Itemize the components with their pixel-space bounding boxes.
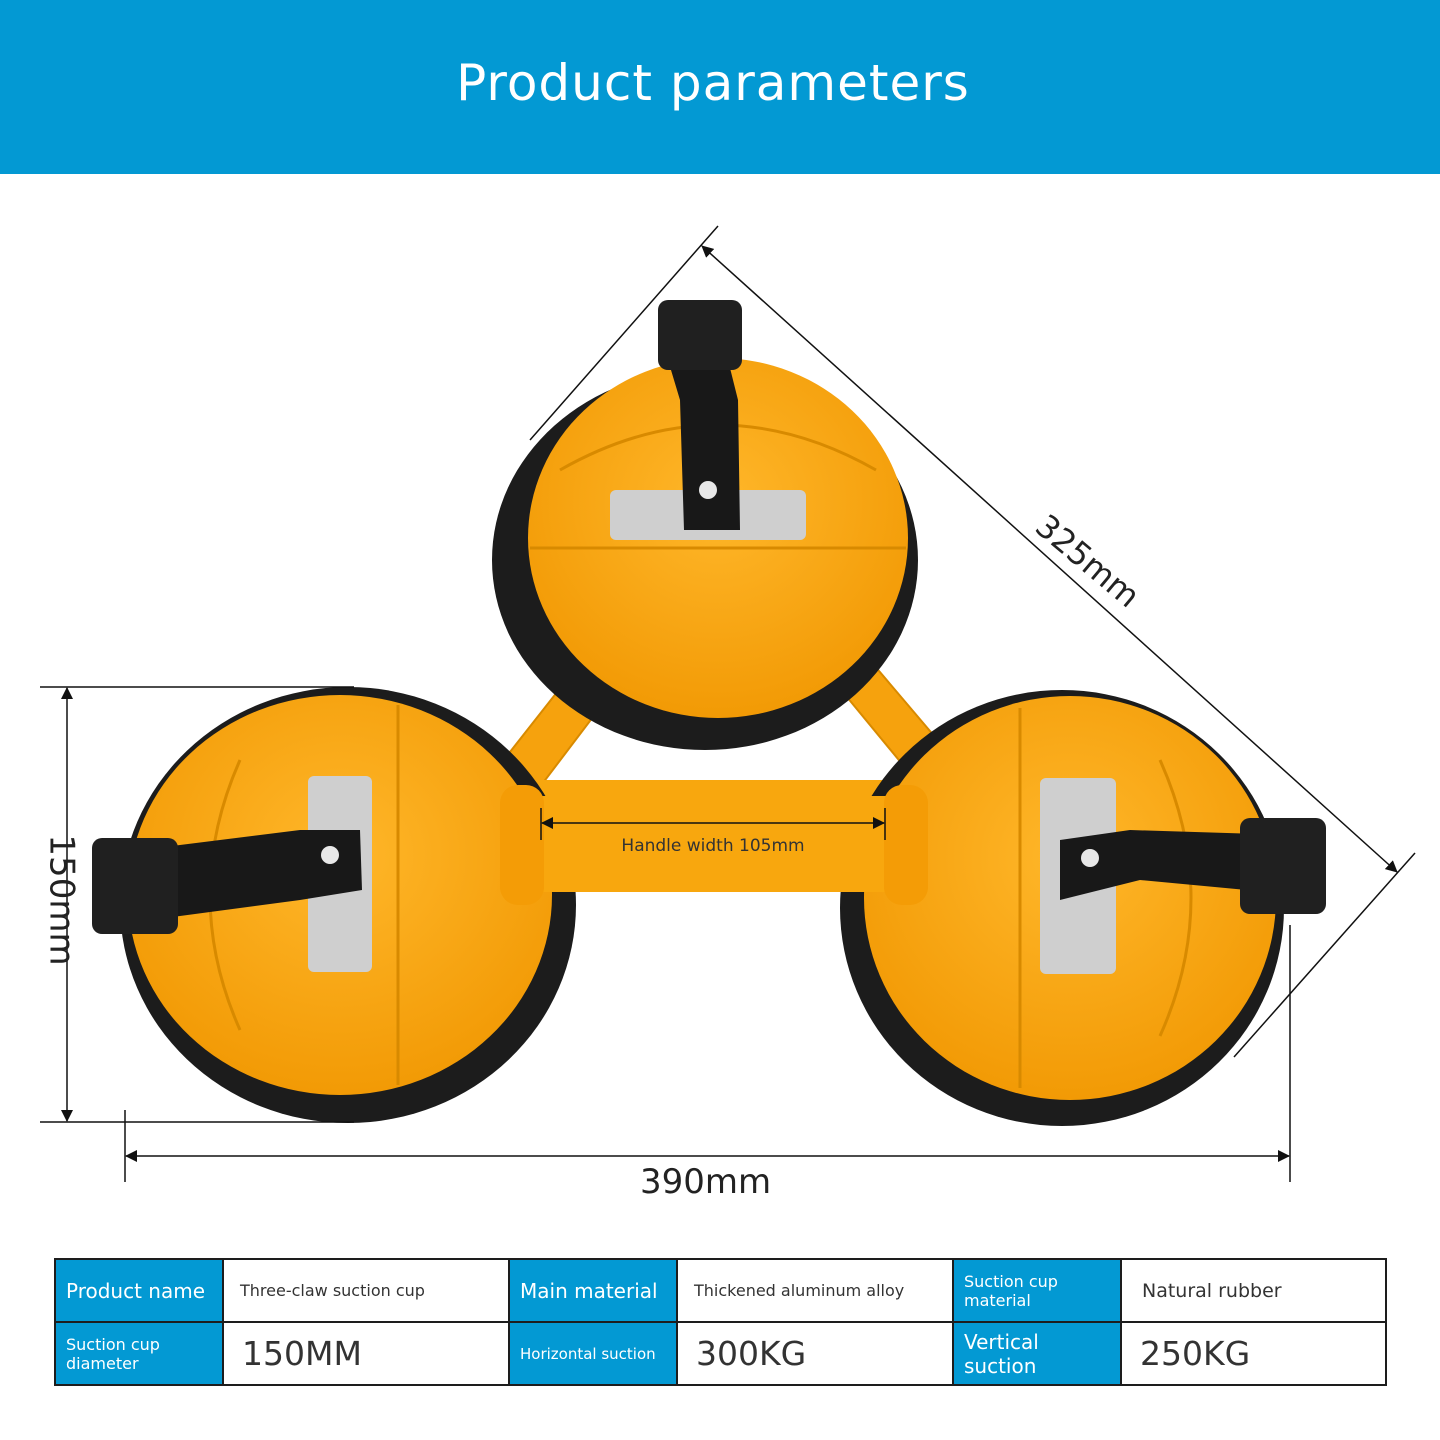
left-suction-cup	[92, 687, 576, 1123]
right-suction-cup	[840, 690, 1326, 1126]
param-value-vertical-suction: 250KG	[1120, 1321, 1387, 1386]
param-key-product-name: Product name	[54, 1258, 224, 1323]
parameters-table: Product name Three-claw suction cup Main…	[54, 1258, 1387, 1386]
param-value-main-material: Thickened aluminum alloy	[676, 1258, 954, 1323]
param-value-product-name: Three-claw suction cup	[222, 1258, 510, 1323]
param-key-horizontal-suction: Horizontal suction	[508, 1321, 678, 1386]
param-key-cup-material: Suction cup material	[952, 1258, 1122, 1323]
page-title: Product parameters	[456, 54, 970, 112]
dimension-lines	[40, 225, 1416, 1182]
table-row: Suction cup diameter 150MM Horizontal su…	[54, 1321, 1387, 1386]
header-banner: Product parameters	[0, 0, 1440, 174]
top-suction-cup	[492, 300, 918, 750]
param-key-main-material: Main material	[508, 1258, 678, 1323]
left-lever	[92, 830, 362, 934]
param-value-horizontal-suction: 300KG	[676, 1321, 954, 1386]
table-row: Product name Three-claw suction cup Main…	[54, 1258, 1387, 1323]
width-dimension-label: 390mm	[640, 1162, 772, 1202]
height-dimension-label: 150mm	[41, 834, 82, 966]
param-key-cup-diameter: Suction cup diameter	[54, 1321, 224, 1386]
handle-width-label: Handle width 105mm	[621, 836, 805, 856]
product-illustration	[40, 225, 1416, 1182]
param-value-cup-diameter: 150MM	[222, 1321, 510, 1386]
param-value-cup-material: Natural rubber	[1120, 1258, 1387, 1323]
param-key-vertical-suction: Vertical suction	[952, 1321, 1122, 1386]
